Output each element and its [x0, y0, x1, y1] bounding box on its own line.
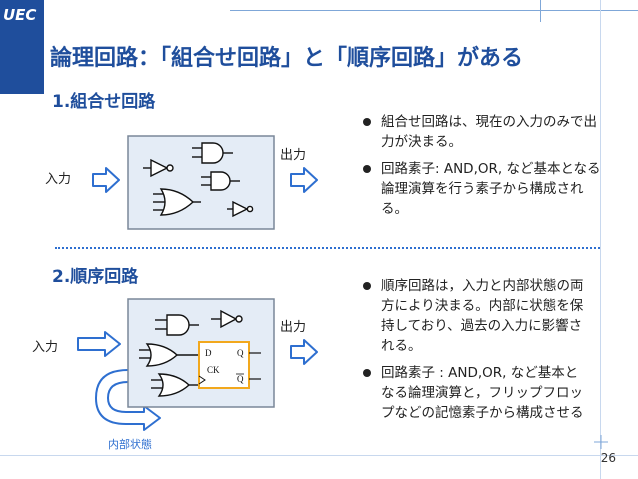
flipflop-ck-label: CK — [207, 365, 220, 375]
flipflop-q-label: Q — [237, 348, 244, 358]
flipflop-qbar-label: Q — [237, 374, 244, 384]
sequential-circuit-box: D Q CK Q — [127, 298, 275, 408]
section2-bullet-list: 順序回路は，入力と内部状態の両方により決まる。内部に状態を保持しており、過去の入… — [361, 276, 589, 430]
right-arrow-icon — [77, 331, 121, 357]
deco-line-bottom — [0, 455, 638, 456]
section2-heading: 2.順序回路 — [52, 267, 139, 287]
and-gate-icon — [201, 171, 240, 191]
or-gate-icon — [153, 188, 201, 216]
or-gate-icon — [139, 343, 199, 367]
right-arrow-icon — [92, 167, 120, 193]
flipflop-icon: D Q CK Q — [198, 341, 261, 389]
section-divider — [55, 247, 600, 249]
bullet-icon — [363, 118, 371, 126]
section2-output-label: 出力 — [280, 320, 307, 335]
section2-input-label: 入力 — [32, 340, 59, 355]
logo-band — [0, 0, 44, 94]
and-gate-icon — [155, 314, 199, 336]
logo: UEC — [3, 6, 37, 24]
not-gate-icon — [227, 200, 254, 218]
list-item: 回路素子: AND,OR, など基本となる論理演算を行う素子から構成される。 — [361, 159, 601, 219]
bullet-text: 回路素子: AND,OR, など基本となる論理演算を行う素子から構成される。 — [381, 161, 601, 217]
deco-line-top-2 — [540, 0, 541, 22]
not-gate-icon — [211, 309, 243, 329]
deco-line-right — [600, 0, 601, 479]
and-gate-icon — [192, 142, 233, 164]
bullet-text: 順序回路は，入力と内部状態の両方により決まる。内部に状態を保持しており、過去の入… — [381, 278, 584, 354]
section1-input-label: 入力 — [45, 172, 72, 187]
flipflop-d-label: D — [205, 348, 212, 358]
slide-title: 論理回路：「組合せ回路」と「順序回路」がある — [50, 46, 524, 71]
or-gate-icon — [151, 373, 199, 397]
section1-bullet-list: 組合せ回路は、現在の入力のみで出力が決まる。 回路素子: AND,OR, など基… — [361, 112, 601, 226]
list-item: 回路素子 : AND,OR, など基本となる論理演算と，フリップフロップなどの記… — [361, 363, 589, 423]
not-gate-icon — [143, 158, 174, 178]
section1-output-label: 出力 — [280, 148, 307, 163]
bullet-icon — [363, 165, 371, 173]
list-item: 順序回路は，入力と内部状態の両方により決まる。内部に状態を保持しており、過去の入… — [361, 276, 589, 356]
feedback-label: 内部状態 — [108, 438, 152, 451]
list-item: 組合せ回路は、現在の入力のみで出力が決まる。 — [361, 112, 601, 152]
feedback-arrow-icon — [95, 369, 161, 431]
section1-heading: 1.組合せ回路 — [52, 92, 156, 112]
bullet-text: 組合せ回路は、現在の入力のみで出力が決まる。 — [381, 114, 597, 150]
deco-plus-icon — [594, 434, 608, 449]
combinational-circuit-box — [127, 135, 275, 230]
right-arrow-icon — [290, 167, 318, 193]
bullet-icon — [363, 369, 371, 377]
deco-line-top — [230, 10, 638, 11]
bullet-text: 回路素子 : AND,OR, など基本となる論理演算と，フリップフロップなどの記… — [381, 365, 584, 421]
bullet-icon — [363, 282, 371, 290]
right-arrow-icon — [290, 339, 318, 365]
page-number: 26 — [600, 451, 616, 465]
